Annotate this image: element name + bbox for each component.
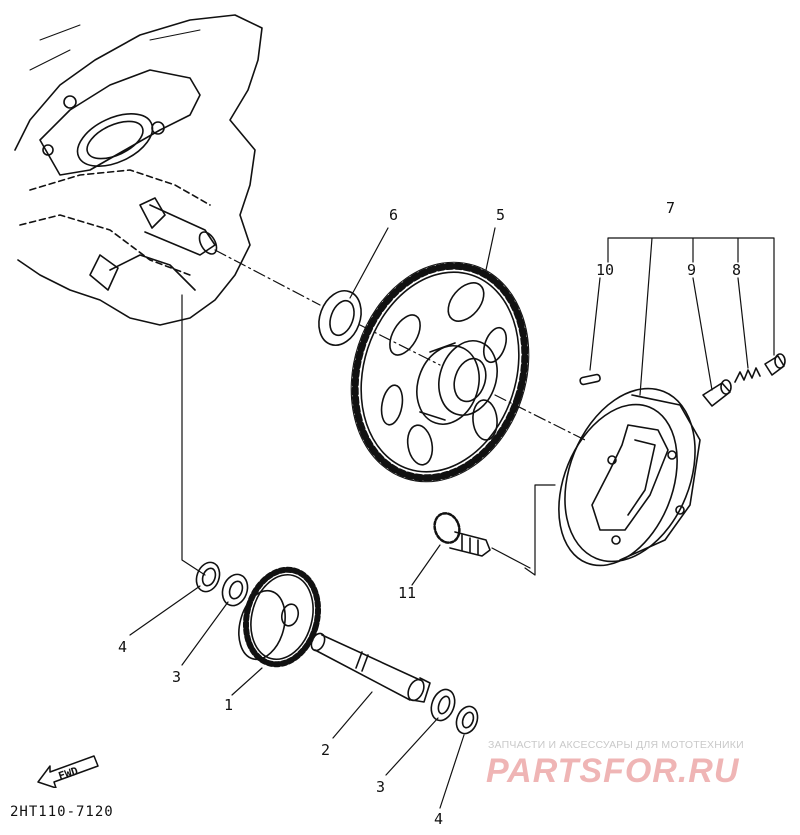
leader-5: [485, 227, 496, 271]
label-part-1: 1: [224, 696, 233, 714]
diagram-code: 2HT110-7120: [10, 804, 114, 820]
label-part-4-right: 4: [434, 810, 443, 828]
idle-gear-5: [350, 261, 530, 483]
label-part-3-right: 3: [376, 778, 385, 796]
spring-cap: [764, 353, 786, 376]
leader-3-right: [385, 717, 439, 776]
engine-crankcase: [14, 14, 263, 326]
leader-4-left: [129, 585, 201, 636]
washer-3-right: [430, 688, 456, 722]
label-part-10: 10: [596, 261, 614, 279]
watermark-caption: ЗАПЧАСТИ И АКСЕССУАРЫ ДЛЯ МОТОТЕХНИКИ: [488, 739, 744, 751]
leader-1: [231, 667, 263, 696]
leader-6: [349, 227, 389, 299]
leader-4-right: [439, 734, 465, 809]
circlip-4-left: [195, 561, 221, 593]
kick-gear-1: [238, 566, 322, 668]
leader-11: [411, 544, 441, 586]
leader-lines-8-9-10: [589, 277, 749, 391]
forward-arrow-icon: FWD: [37, 755, 99, 788]
label-part-9: 9: [687, 261, 696, 279]
starter-clutch-7: [558, 387, 701, 567]
fwd-label: FWD: [57, 764, 80, 783]
label-part-11: 11: [398, 584, 416, 602]
kick-shaft-2: [310, 632, 431, 703]
label-part-5: 5: [496, 206, 505, 224]
guide-line-left: [181, 294, 206, 576]
label-part-2: 2: [321, 741, 330, 759]
label-part-4-left: 4: [118, 638, 127, 656]
leader-2: [332, 691, 373, 739]
circlip-4-right: [455, 705, 479, 735]
bolt-guide-line: [491, 484, 556, 576]
roller-9: [702, 379, 732, 407]
label-part-3-left: 3: [172, 668, 181, 686]
spring-8: [734, 367, 761, 383]
watermark-brand: PARTSFOR.RU: [486, 752, 740, 790]
bolt-11: [433, 512, 491, 557]
roller-pin-10: [579, 373, 601, 386]
washer-6: [318, 290, 362, 346]
leader-group-7: [607, 237, 775, 396]
leader-3-left: [181, 601, 229, 666]
label-part-8: 8: [732, 261, 741, 279]
washer-3-left: [221, 573, 249, 607]
label-part-7: 7: [666, 199, 675, 217]
label-part-6: 6: [389, 206, 398, 224]
